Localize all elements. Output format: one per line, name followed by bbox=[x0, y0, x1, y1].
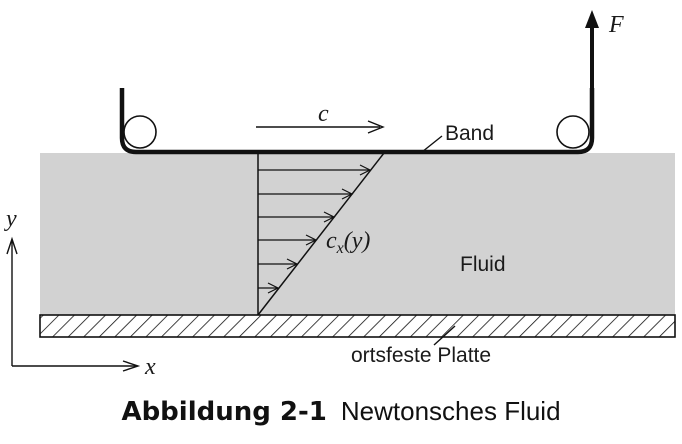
fluid-label: Fluid bbox=[460, 253, 506, 276]
plate-leader-line bbox=[433, 325, 456, 346]
x-axis-label: x bbox=[144, 354, 156, 380]
velocity-arrow bbox=[256, 120, 385, 134]
velocity-profile bbox=[257, 152, 385, 316]
right-roller bbox=[556, 115, 590, 149]
coordinate-axes bbox=[6, 236, 141, 372]
caption-text: Newtonsches Fluid bbox=[340, 396, 561, 426]
caption-number: Abbildung 2-1 bbox=[121, 397, 327, 427]
moving-band bbox=[119, 88, 595, 155]
velocity-profile-label: cx(y) bbox=[326, 228, 370, 257]
fixed-plate bbox=[39, 314, 676, 338]
figure-caption: Abbildung 2-1 Newtonsches Fluid bbox=[0, 396, 682, 427]
band-label: Band bbox=[445, 122, 494, 145]
left-roller bbox=[123, 115, 157, 149]
y-axis-label: y bbox=[4, 206, 17, 232]
force-label: F bbox=[608, 12, 624, 38]
band-leader-line bbox=[421, 135, 443, 153]
fluid-region bbox=[40, 153, 675, 315]
plate-label: ortsfeste Platte bbox=[351, 344, 491, 367]
velocity-label: c bbox=[318, 101, 329, 127]
force-arrow bbox=[585, 10, 599, 88]
